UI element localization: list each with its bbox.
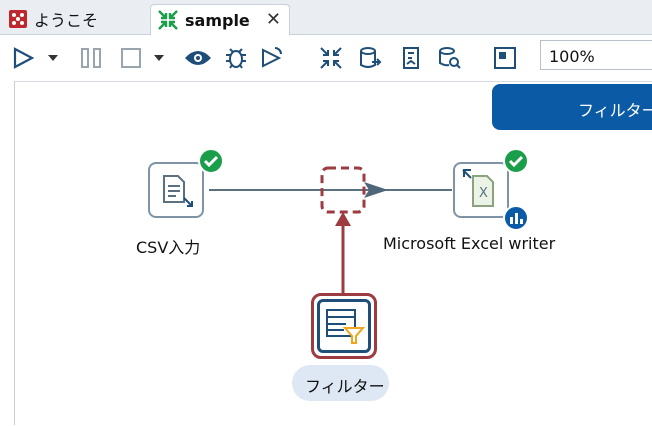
pause-icon <box>81 48 101 68</box>
replay-button[interactable] <box>258 45 284 71</box>
script-icon <box>403 47 419 69</box>
chevron-down-icon <box>48 55 58 61</box>
sort-button[interactable] <box>318 45 344 71</box>
text-file-input-icon <box>163 175 193 207</box>
chevron-down-icon <box>154 55 164 61</box>
metrics-icon[interactable] <box>503 205 529 231</box>
script-button[interactable] <box>398 45 424 71</box>
run-button[interactable] <box>10 45 36 71</box>
ok-check-icon <box>503 148 529 174</box>
node-filter-label-pill <box>292 365 389 401</box>
excel-file-icon: X <box>462 169 494 207</box>
stop-dropdown-button[interactable] <box>152 45 166 71</box>
node-filter-label: フィルター <box>305 377 385 396</box>
filter-rows-icon <box>326 309 366 344</box>
collapse-icon <box>320 47 342 69</box>
query-icon <box>439 47 461 69</box>
canvas-left-edge <box>0 81 15 425</box>
tab-welcome-label: ようこそ <box>34 11 99 30</box>
fit-button[interactable] <box>492 45 518 71</box>
zoom-input[interactable]: 100% <box>540 40 652 70</box>
drag-arrow-head-icon <box>335 212 351 226</box>
stop-button[interactable] <box>118 45 144 71</box>
preview-button[interactable] <box>183 45 213 71</box>
filter-banner: フィルター <box>492 84 652 130</box>
node-filter[interactable] <box>311 293 377 359</box>
ok-check-icon <box>198 148 224 174</box>
tab-bar: ようこそ sample ✕ <box>0 0 652 35</box>
stop-icon <box>121 48 141 68</box>
database-icon <box>360 47 382 68</box>
fit-icon <box>494 47 516 69</box>
tab-welcome[interactable]: ようこそ <box>0 4 146 34</box>
close-icon[interactable]: ✕ <box>265 9 281 30</box>
tab-sample[interactable]: sample ✕ <box>150 4 290 35</box>
run-dropdown-button[interactable] <box>46 45 60 71</box>
hop-arrow-icon <box>364 182 388 198</box>
query-button[interactable] <box>436 45 462 71</box>
node-csv-input[interactable] <box>148 162 204 218</box>
tab-sample-label: sample <box>185 10 250 30</box>
eye-icon <box>185 51 211 65</box>
transform-icon <box>158 10 178 30</box>
bug-icon <box>226 48 246 69</box>
replay-icon <box>262 47 282 68</box>
debug-button[interactable] <box>223 45 249 71</box>
toolbar: 100% <box>0 35 652 81</box>
run-icon <box>13 47 35 69</box>
database-button[interactable] <box>357 45 383 71</box>
pause-button[interactable] <box>78 45 104 71</box>
welcome-icon <box>9 10 27 28</box>
node-excel-label: Microsoft Excel writer <box>383 234 556 253</box>
svg-text:X: X <box>479 186 488 201</box>
node-csv-label: CSV入力 <box>136 238 201 257</box>
node-excel-writer[interactable]: X <box>453 162 509 218</box>
